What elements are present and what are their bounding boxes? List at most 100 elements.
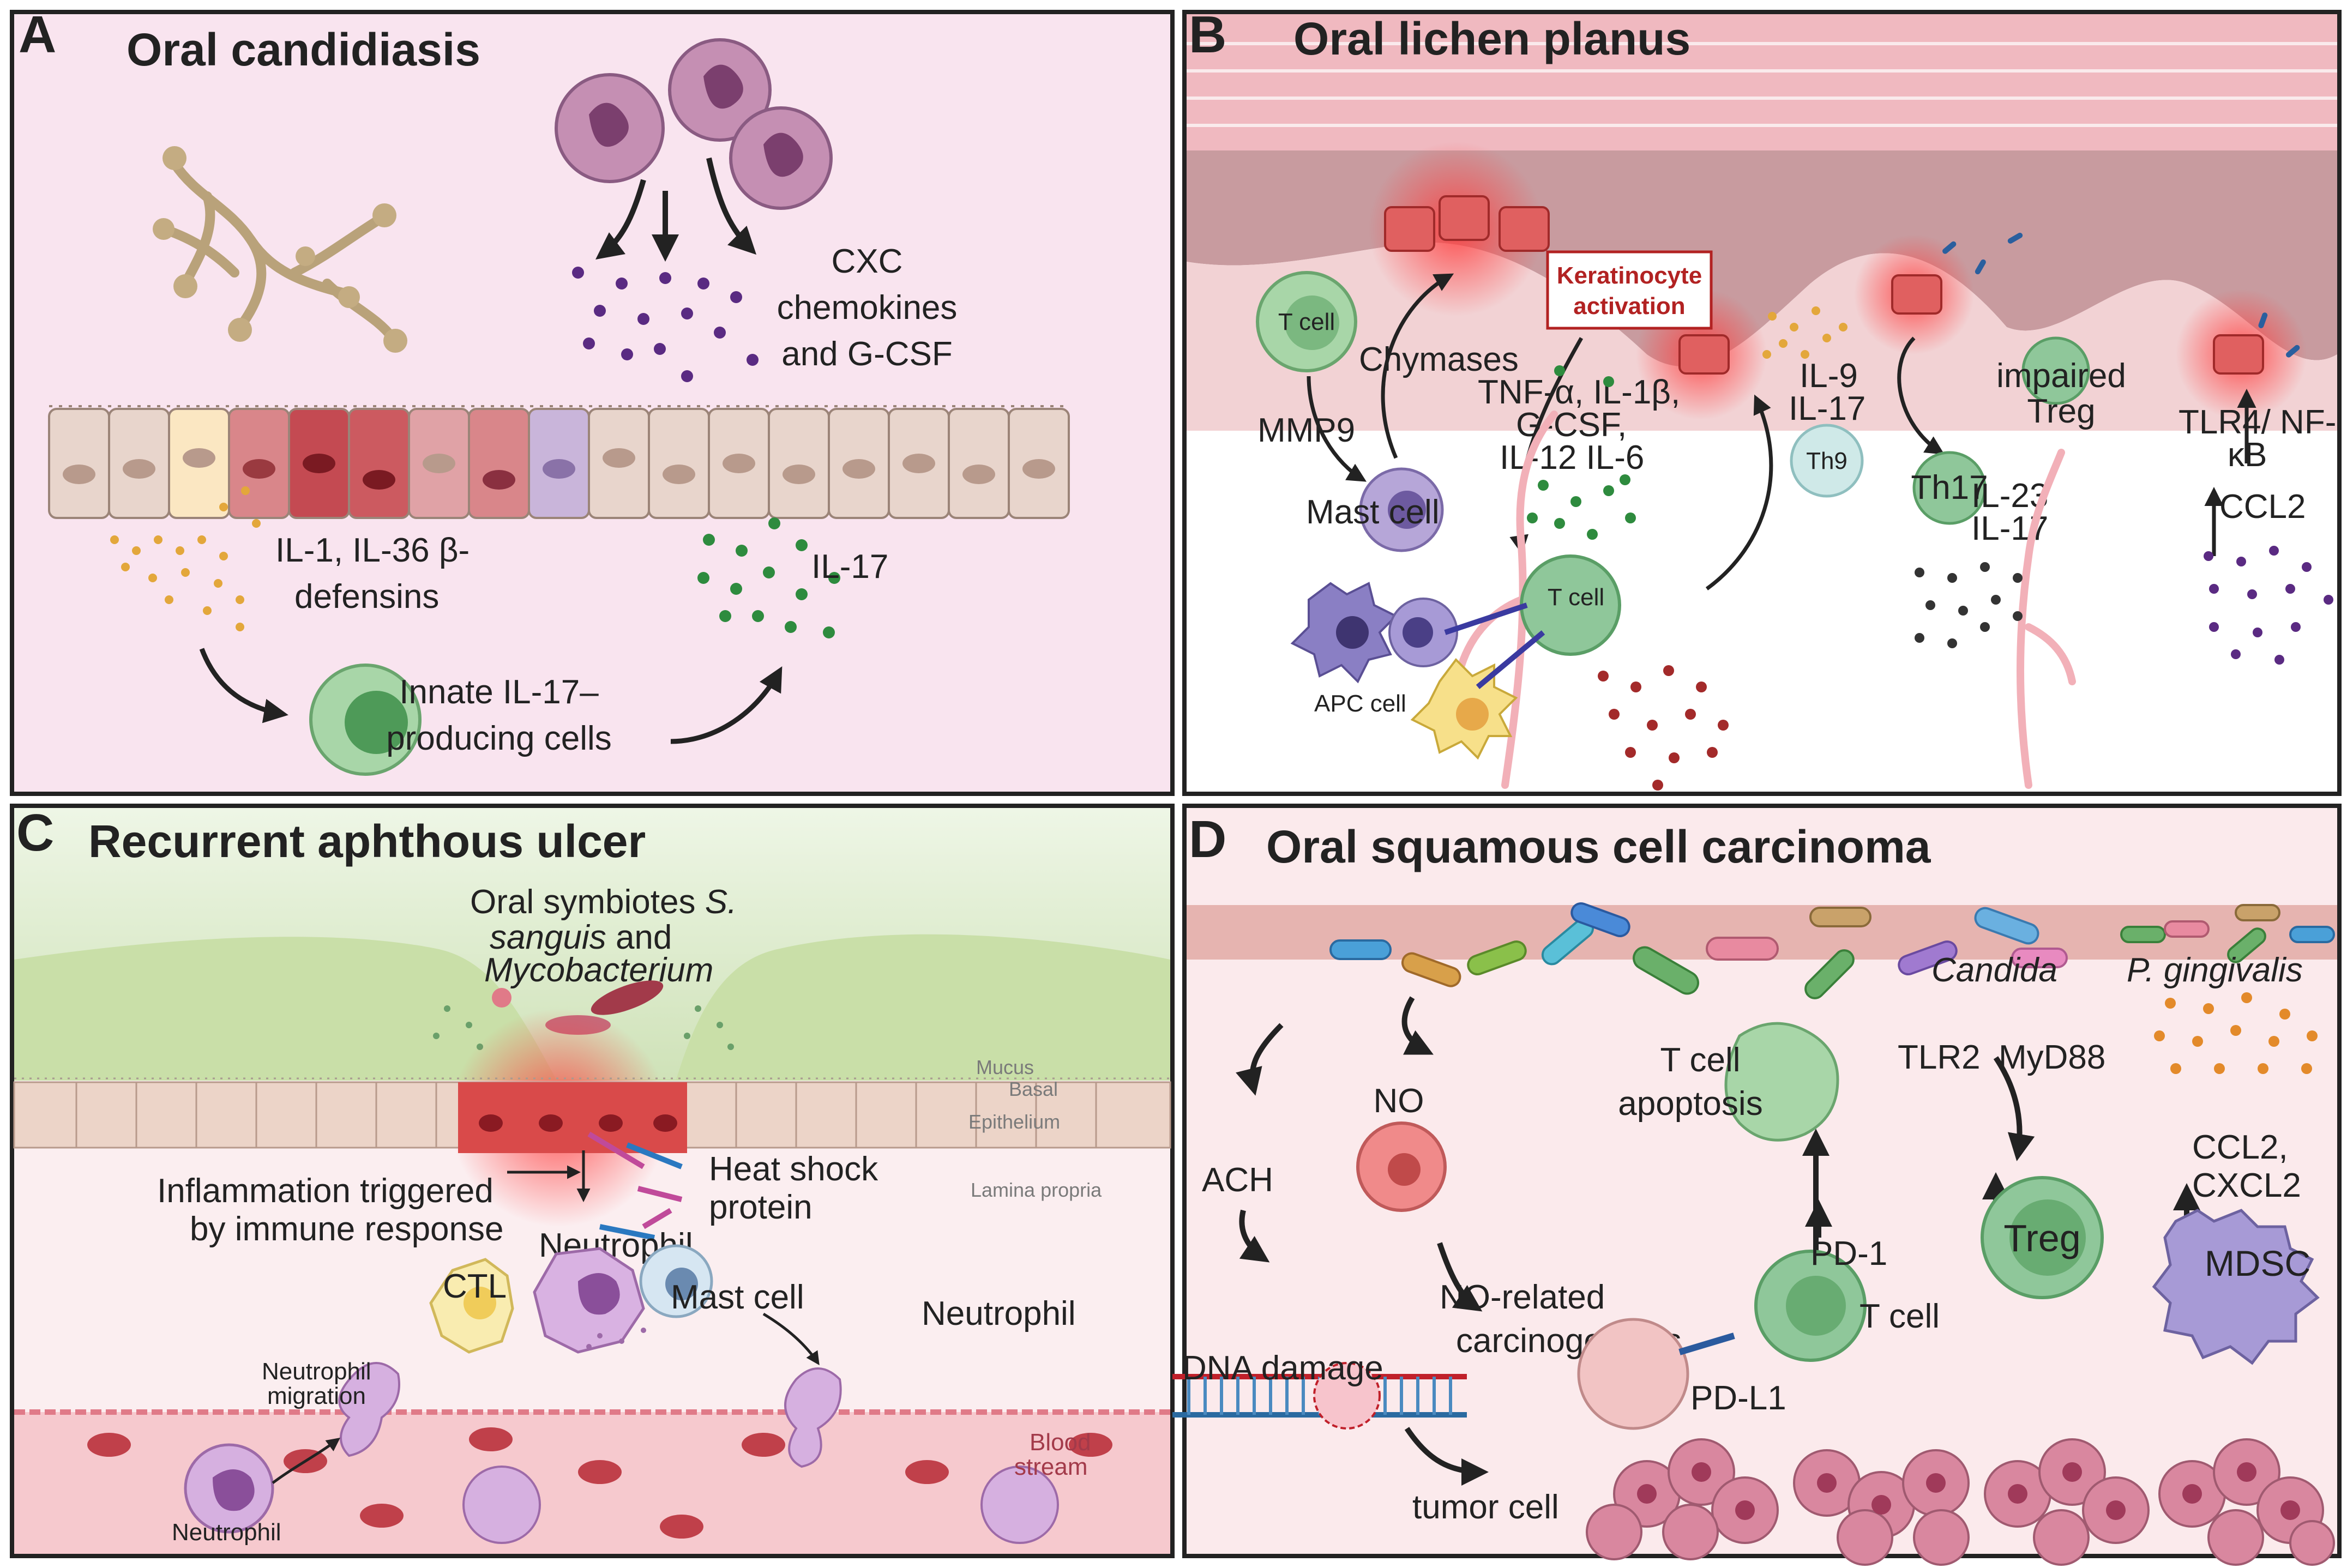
panel-a-arrows [199,648,783,744]
th9-label: Th9 [1806,448,1847,474]
no-label: NO [1374,1082,1424,1120]
symbiotes-label-2: sanguis and [490,919,672,956]
cytokines-label-3: IL-12 IL-6 [1500,439,1644,477]
panel-b-bacteria [1942,232,2300,358]
il17-dots [697,517,840,638]
dna-helix [1172,1362,1467,1430]
mast-cell-label: Mast cell [1306,493,1440,531]
ccl2-label-b: CCL2 [2219,488,2306,526]
panel-c-arrows [272,1150,820,1485]
migrating-neutrophils [184,1362,1059,1544]
panel-c-title: Recurrent aphthous ulcer [88,816,646,867]
il1-label-1: IL-1, IL-36 β- [275,532,470,569]
keratinocyte-label-1: Keratinocyte [1557,262,1702,289]
ccl2-d-dots [2154,992,2318,1074]
apoptosis-label-1: T cell [1660,1041,1740,1079]
symbiotes-s: S. [705,883,737,921]
tlr4-label-1: TLR4/ NF- [2179,403,2336,441]
panel-c-letter: C [16,804,54,862]
candida-label: Candida [1931,951,2057,989]
ach-label: ACH [1202,1161,1273,1199]
dna-damage-label: DNA damage [1182,1349,1383,1387]
il23-dots [1915,562,2023,648]
pgingivalis-label: P. gingivalis [2127,951,2303,989]
panel-a-letter: A [19,5,56,64]
migration-label-2: migration [267,1383,366,1409]
t-cell-top-label: T cell [1278,309,1335,335]
cxc-label-3: and G-CSF [781,335,953,373]
panel-b-letter: B [1189,5,1226,64]
mast-cell [1359,467,1444,552]
heat-shock-label-2: protein [709,1189,813,1226]
ctl-label: CTL [443,1268,507,1305]
apoptotic-tcell [1724,1022,1839,1142]
pd1-label: PD-1 [1810,1235,1887,1273]
il17-label: IL-17 [811,548,888,586]
panel-d-title: Oral squamous cell carcinoma [1266,821,1931,872]
cytokines-label-1: TNF-α, IL-1β, [1478,373,1680,411]
ccl2-d-label-1: CCL2, [2192,1129,2288,1166]
no-related-label-1: NO-related [1440,1278,1605,1316]
panel-b: B Oral lichen planus Keratinocyte [1182,5,2342,796]
cxc-dots [572,267,759,382]
red-blood-cells [87,1427,1112,1539]
pdl1-tumor-cell [1577,1318,1689,1430]
heat-shock-label-1: Heat shock [709,1150,878,1188]
panel-b-vessels [1458,411,2076,789]
lamina-label: Lamina propria [971,1179,1102,1201]
t-cell-d-label: T cell [1859,1298,1940,1335]
neutrophil-arrows [595,157,757,262]
keratinocyte-label-2: activation [1573,293,1685,319]
panel-d: D Oral squamous cell carcinoma Candida P… [1172,804,2342,1566]
th17-cell [1912,451,1987,525]
th9-cell [1790,424,1864,498]
inflammation-label-1: Inflammation triggered [157,1172,494,1210]
oral-microbiome-bacteria [1329,902,2335,999]
myd88-label: MyD88 [1999,1039,2105,1076]
impaired-treg-cell [2021,336,2090,405]
impaired-treg-label-1: impaired [1996,357,2126,395]
innate-il17-cell [309,664,422,776]
inflammation-label-2: by immune response [190,1210,504,1248]
neutrophils-top [555,38,833,210]
apoptosis-label-2: apoptosis [1618,1085,1762,1123]
symbiotes-text: Oral symbiotes [470,883,695,921]
il1-dots [110,486,261,631]
il9-label-1: IL-9 [1800,357,1858,395]
pdl1-label: PD-L1 [1690,1379,1786,1417]
keratinocyte-activation-box: Keratinocyte activation [1546,250,1713,330]
cxc-label-2: chemokines [777,289,958,327]
apc-cells [1290,582,1545,760]
innate-label-1: Innate IL-17– [399,673,599,711]
basal-label: Basal [1009,1078,1058,1100]
cytokine-dots [1527,365,1636,540]
mmp9-label: MMP9 [1257,412,1355,449]
panel-c: C Recurrent aphthous ulcer Oral symbiote… [10,804,1175,1558]
neutrophil-bottom-label: Neutrophil [172,1519,281,1546]
candida-spores [153,146,407,353]
panel-a: A Oral candidiasis [10,5,1175,796]
epithelium-label: Epithelium [968,1111,1060,1133]
activated-keratinocytes [1369,142,2307,420]
panel-b-title: Oral lichen planus [1293,13,1690,64]
migration-label-1: Neutrophil [262,1358,371,1385]
symbiotes-label-1: Oral symbiotes S. [470,883,737,921]
symbiotes-and: and [616,919,672,956]
panel-d-letter: D [1189,810,1226,869]
mast-cell-c-label: Mast cell [671,1278,804,1316]
blood-label-1: Blood [1030,1429,1091,1456]
t-cell-top [1256,271,1357,372]
tumor-clusters [1586,1438,2335,1566]
treg-label: Treg [2003,1217,2080,1259]
panel-a-title: Oral candidiasis [127,24,480,75]
neutrophil-right-label: Neutrophil [922,1295,1076,1332]
il9-dots [1762,306,1847,359]
apc-cell-label: APC cell [1314,690,1406,717]
symbiotes-myco: Mycobacterium [484,951,713,989]
panel-c-immune-cells [429,1244,713,1354]
tlr2-label: TLR2 [1898,1039,1981,1076]
impaired-treg-label-2: Treg [2027,393,2095,430]
epithelium-row [48,405,1070,519]
il9-label-2: IL-17 [1789,390,1865,427]
